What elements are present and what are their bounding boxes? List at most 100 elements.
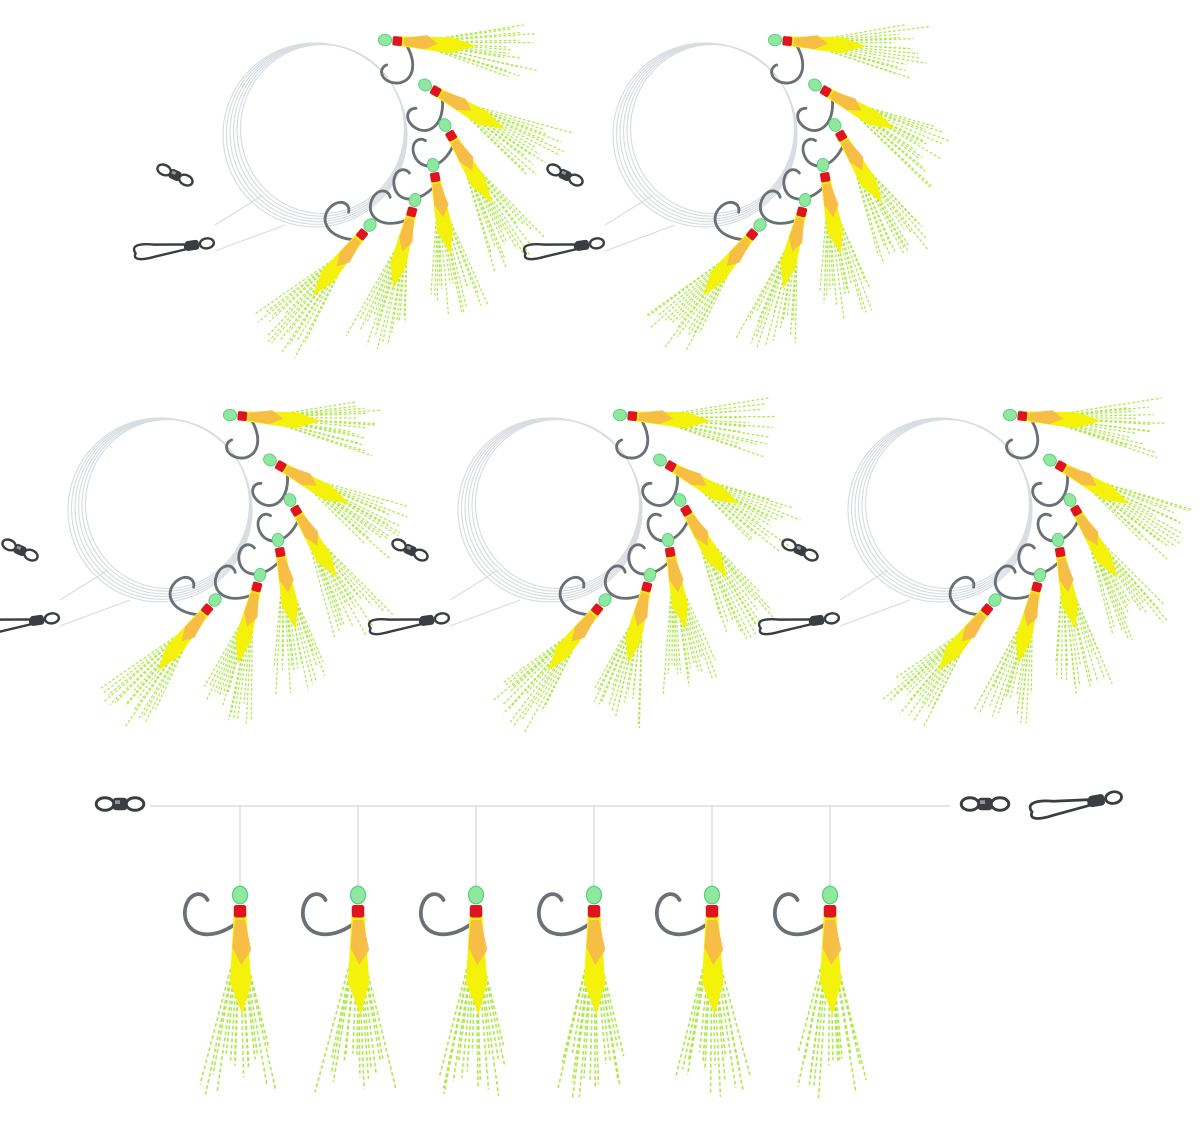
snap-swivel bbox=[132, 237, 216, 261]
snap-swivel bbox=[1028, 790, 1123, 820]
lure-skirt-shade bbox=[277, 558, 294, 593]
lure bbox=[1031, 453, 1192, 560]
hook bbox=[713, 200, 747, 242]
lure bbox=[782, 157, 873, 320]
thread-wrap bbox=[274, 460, 287, 472]
lure-skirt-shade bbox=[822, 920, 842, 965]
hook bbox=[225, 417, 260, 460]
hook bbox=[615, 417, 650, 460]
dropper bbox=[655, 806, 752, 1097]
thread-wrap bbox=[819, 85, 832, 97]
lure-skirt-shade bbox=[789, 217, 804, 252]
lure bbox=[345, 189, 422, 350]
swivel bbox=[959, 796, 1011, 812]
straight-rig bbox=[94, 790, 1123, 1099]
thread-wrap bbox=[705, 905, 719, 918]
thread-wrap bbox=[274, 546, 286, 558]
hook bbox=[646, 512, 691, 543]
thread-wrap bbox=[664, 546, 676, 558]
lure-skirt-shade bbox=[248, 410, 284, 425]
dropper bbox=[301, 806, 397, 1093]
bead bbox=[821, 885, 839, 905]
lure bbox=[254, 200, 377, 358]
lure bbox=[237, 532, 326, 696]
snap-swivel bbox=[367, 612, 451, 636]
lure-skirt-shade bbox=[296, 514, 319, 546]
lure bbox=[612, 397, 777, 460]
lure bbox=[203, 564, 267, 724]
thread-wrap bbox=[233, 905, 247, 918]
lure-skirt-shade bbox=[399, 217, 414, 252]
thread-wrap bbox=[591, 603, 603, 616]
lure bbox=[641, 453, 801, 553]
thread-wrap bbox=[429, 85, 442, 97]
thread-wrap bbox=[1070, 504, 1082, 517]
lure bbox=[735, 189, 812, 349]
thread-wrap bbox=[1054, 546, 1066, 558]
hook bbox=[1036, 512, 1081, 543]
hook bbox=[323, 200, 357, 242]
bead bbox=[1002, 408, 1018, 422]
swivel bbox=[781, 538, 819, 562]
swivel bbox=[546, 163, 584, 187]
bead bbox=[598, 593, 612, 607]
coiled-rig bbox=[0, 401, 408, 727]
lure-skirt-shade bbox=[244, 592, 259, 627]
lure-skirt-shade bbox=[350, 920, 370, 965]
lure bbox=[801, 118, 929, 264]
line-coil bbox=[214, 42, 408, 252]
hook bbox=[948, 575, 982, 617]
hook bbox=[411, 137, 456, 168]
thread-wrap bbox=[356, 228, 368, 241]
hook bbox=[770, 42, 805, 85]
thread-wrap bbox=[664, 460, 677, 472]
hook bbox=[168, 575, 202, 617]
bead bbox=[349, 885, 367, 905]
hook bbox=[256, 512, 301, 543]
bead bbox=[438, 118, 452, 132]
bead bbox=[253, 567, 267, 583]
bead bbox=[808, 78, 822, 92]
lure bbox=[646, 493, 776, 640]
hook bbox=[1005, 417, 1040, 460]
thread-wrap bbox=[469, 905, 483, 918]
lure-skirt-shade bbox=[1057, 558, 1074, 593]
thread-wrap bbox=[290, 504, 302, 517]
hook bbox=[758, 189, 800, 225]
bead bbox=[283, 493, 297, 507]
lure bbox=[882, 575, 1002, 729]
hook bbox=[537, 892, 594, 937]
bead bbox=[612, 408, 628, 422]
lure-skirt-shade bbox=[704, 920, 724, 965]
lure-skirt-shade bbox=[829, 91, 862, 111]
bead bbox=[703, 885, 721, 905]
lure-skirt-shade bbox=[822, 183, 839, 218]
bead bbox=[828, 118, 842, 132]
lure-skirt-shade bbox=[432, 183, 449, 218]
thread-wrap bbox=[429, 171, 441, 183]
thread-wrap bbox=[1054, 460, 1067, 472]
hook bbox=[380, 42, 415, 85]
lure bbox=[301, 885, 397, 1093]
bead bbox=[753, 218, 767, 232]
thread-wrap bbox=[627, 411, 638, 422]
hook bbox=[796, 95, 834, 132]
coiled-rig bbox=[132, 24, 573, 358]
bead bbox=[643, 567, 657, 583]
hook bbox=[993, 564, 1035, 600]
lure bbox=[773, 885, 867, 1099]
lure bbox=[99, 575, 222, 727]
thread-wrap bbox=[641, 581, 653, 593]
lure bbox=[491, 575, 612, 733]
lure bbox=[377, 24, 538, 85]
lure-skirt-shade bbox=[232, 920, 252, 965]
lure bbox=[645, 200, 767, 351]
lure-skirt-shade bbox=[1028, 410, 1064, 425]
thread-wrap bbox=[782, 36, 793, 47]
lure-skirt-shade bbox=[1076, 514, 1099, 546]
lure-skirt-shade bbox=[571, 612, 596, 642]
thread-wrap bbox=[445, 129, 457, 142]
hook bbox=[213, 564, 255, 600]
thread-wrap bbox=[1017, 411, 1028, 422]
